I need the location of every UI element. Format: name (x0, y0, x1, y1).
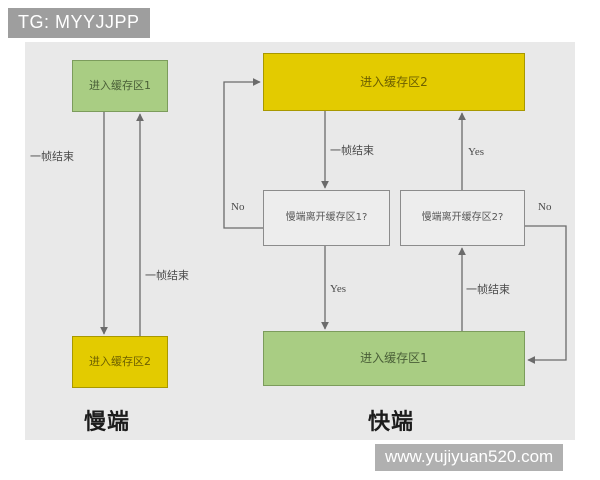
edge-label-dec1-yes: Yes (330, 283, 347, 295)
node-fast-buffer2[interactable]: 进入缓存区2 (263, 53, 525, 111)
edge-label-slow-down: 一帧结束 (30, 150, 74, 163)
telegram-tag-overlay: TG: MYYJJPP (8, 8, 150, 38)
node-slow-buffer2[interactable]: 进入缓存区2 (72, 336, 168, 388)
site-watermark-overlay: www.yujiyuan520.com (375, 444, 564, 471)
edge-label-dec2-no: No (538, 201, 552, 213)
node-slow-buffer1[interactable]: 进入缓存区1 (72, 60, 168, 112)
edge-label-dec2-yes: Yes (468, 146, 485, 158)
edge-label-slow-up: 一帧结束 (145, 269, 189, 282)
edge-label-dec1-no: No (231, 201, 245, 213)
caption-fast-side: 快端 (368, 410, 415, 435)
edge-label-buf1-to-dec2: 一帧结束 (466, 283, 510, 296)
node-decision-slow-left-buffer1[interactable]: 慢端离开缓存区1? (263, 190, 390, 246)
node-decision-slow-left-buffer2[interactable]: 慢端离开缓存区2? (400, 190, 525, 246)
edge-label-buf2-to-dec1: 一帧结束 (330, 144, 374, 157)
caption-slow-side: 慢端 (84, 410, 131, 435)
node-fast-buffer1[interactable]: 进入缓存区1 (263, 331, 525, 386)
